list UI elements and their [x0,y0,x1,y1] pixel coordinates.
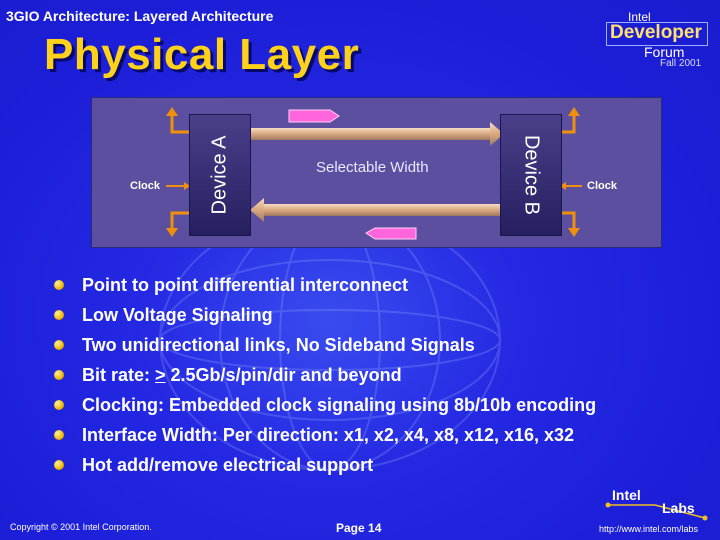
link-b-to-a-arrow [250,198,502,222]
clock-label-right: Clock [587,180,617,192]
bullet-item: Bit rate: > 2.5Gb/s/pin/dir and beyond [52,362,596,392]
section-title: 3GIO Architecture: Layered Architecture [6,8,274,24]
footer-url-link[interactable]: http://www.intel.com/labs [599,524,699,534]
link-a-to-b-arrow [250,122,504,146]
bullet-item: Interface Width: Per direction: x1, x2, … [52,422,596,452]
logo-intel: Intel [628,10,651,24]
bullet-icon [54,310,64,320]
packet-top-icon [288,109,340,123]
copyright: Copyright © 2001 Intel Corporation. [10,522,152,532]
bullet-item: Point to point differential interconnect [52,272,596,302]
bullet-icon [54,340,64,350]
clock-label-left: Clock [130,180,160,192]
logo-frame [606,22,708,46]
bullet-icon [54,280,64,290]
developer-forum-logo: Intel Developer Forum Fall 2001 [604,10,710,72]
device-a-label: Device A [208,135,231,215]
bullet-icon [54,370,64,380]
bullet-icon [54,460,64,470]
labs-logo-labs: Labs [662,500,695,516]
bullet-list: Point to point differential interconnect… [52,272,596,482]
packet-bottom-icon [365,227,417,240]
logo-date: Fall 2001 [660,58,702,69]
bullet-item: Clocking: Embedded clock signaling using… [52,392,596,422]
bullet-item: Two unidirectional links, No Sideband Si… [52,332,596,362]
device-b-label: Device B [520,134,543,216]
bullet-icon [54,400,64,410]
diagram-arrows [166,107,582,240]
bullet-item: Low Voltage Signaling [52,302,596,332]
logo-forum: Forum [644,44,685,60]
page-number: Page 14 [336,521,382,535]
device-b-box: Device B [500,114,562,236]
bullet-item: Hot add/remove electrical support [52,452,596,482]
link-diagram: Device A Device B Clock Clock Selectable… [91,97,662,248]
logo-developer: Developer [610,22,702,43]
labs-logo-intel: Intel [612,487,641,503]
bullet-icon [54,430,64,440]
left-differential-pairs [170,113,576,232]
selectable-width-label: Selectable Width [316,159,429,176]
device-a-box: Device A [189,114,251,236]
page-title: Physical Layer [44,30,360,79]
